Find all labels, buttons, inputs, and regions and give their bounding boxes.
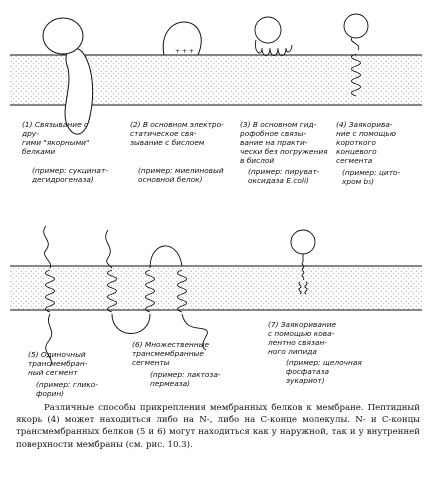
protein-4-terminal-segment: [343, 13, 369, 97]
membrane-protein-diagram: + + +: [10, 13, 422, 367]
membrane-bottom: [10, 265, 422, 311]
example-3: (пример: пируват- оксидаза E.coli): [248, 167, 320, 185]
label-6: (6) Множественные трансмембранные сегмен…: [132, 340, 210, 367]
protein-5-single-segment: [43, 225, 55, 367]
label-4: (4) Заякорива- ние с помощью короткого к…: [336, 120, 396, 165]
example-2: (пример: миелиновый основной белок): [138, 166, 224, 184]
example-1: (пример: сукцинат- дегидрогеназа): [32, 166, 108, 184]
protein-2-electrostatic: + + +: [162, 21, 202, 56]
protein-1-anchored-complex: [42, 17, 94, 135]
figure-caption: Различные способы прикрепления мембранны…: [16, 402, 420, 451]
protein-3-hydrophobic: [254, 16, 293, 56]
example-6: (пример: лактоза- пермеаза): [150, 370, 221, 388]
protein-7-lipid-anchor: [290, 229, 316, 295]
example-7: (пример: щелочная фосфатаза эукариот): [286, 358, 362, 385]
svg-text:+ + +: + + +: [175, 48, 194, 55]
protein-6-multi-segment: [105, 229, 208, 351]
label-2: (2) В основном электро- статическое свя-…: [130, 120, 224, 147]
label-5: (5) Одиночный трансмембран- ный сегмент: [28, 350, 88, 377]
label-3: (3) В основном гид- рофобное связы- вани…: [240, 120, 328, 165]
example-4: (пример: цито- хром b₅): [342, 168, 401, 186]
label-7: (7) Заякоривание с помощью кова- лентно …: [268, 320, 337, 356]
caption-text: Различные способы прикрепления мембранны…: [16, 403, 420, 450]
label-1: (1) Связывание с дру- гими "якорными" бе…: [22, 120, 90, 156]
example-5: (пример: глико- форин): [36, 380, 98, 398]
